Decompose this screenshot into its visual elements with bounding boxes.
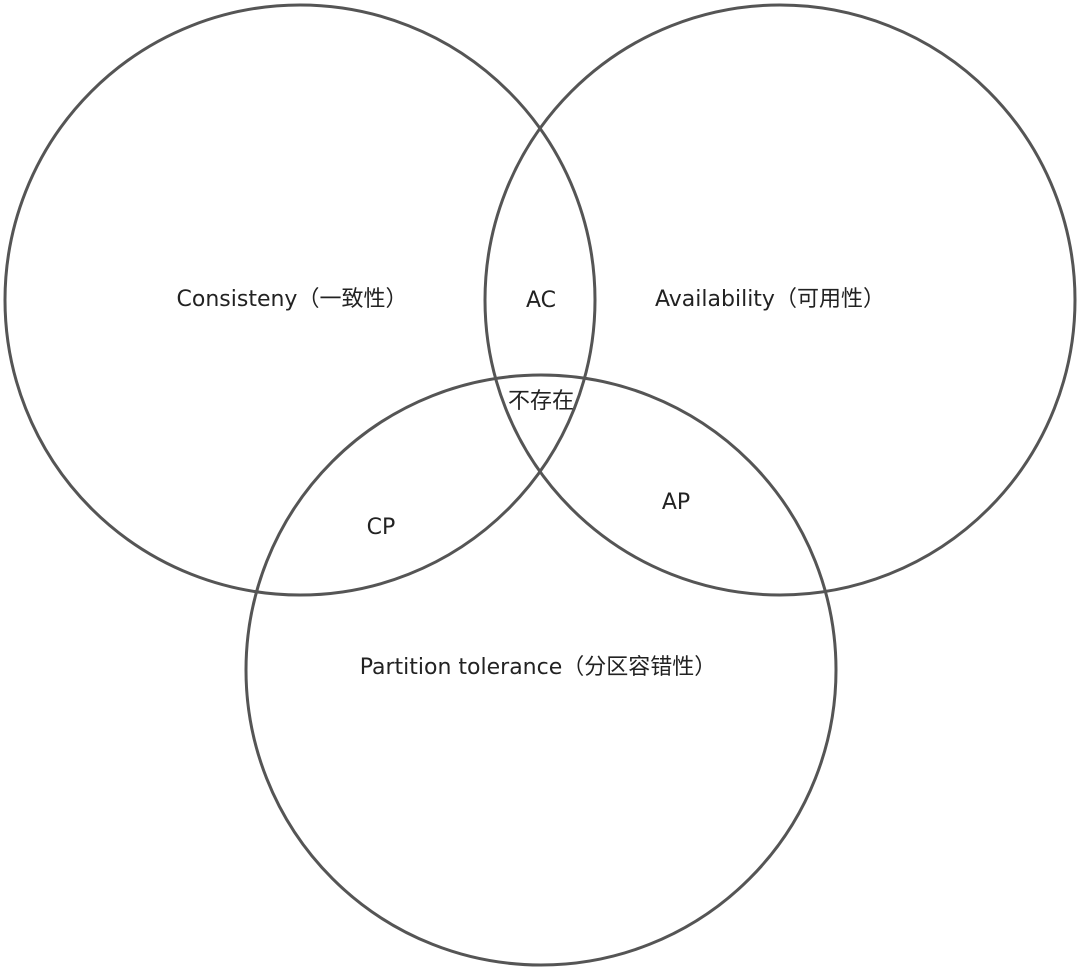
cap-intersection-label: 不存在 (508, 389, 574, 414)
consistency-label: Consisteny（一致性） (177, 287, 408, 312)
partition-tolerance-circle (244, 373, 838, 967)
partition-tolerance-label: Partition tolerance（分区容错性） (360, 655, 717, 680)
ac-intersection-label: AC (526, 288, 556, 313)
cp-intersection-label: CP (367, 515, 396, 540)
consistency-circle (3, 3, 597, 597)
availability-label: Availability（可用性） (655, 287, 885, 312)
availability-circle (483, 3, 1077, 597)
ap-intersection-label: AP (662, 490, 690, 515)
